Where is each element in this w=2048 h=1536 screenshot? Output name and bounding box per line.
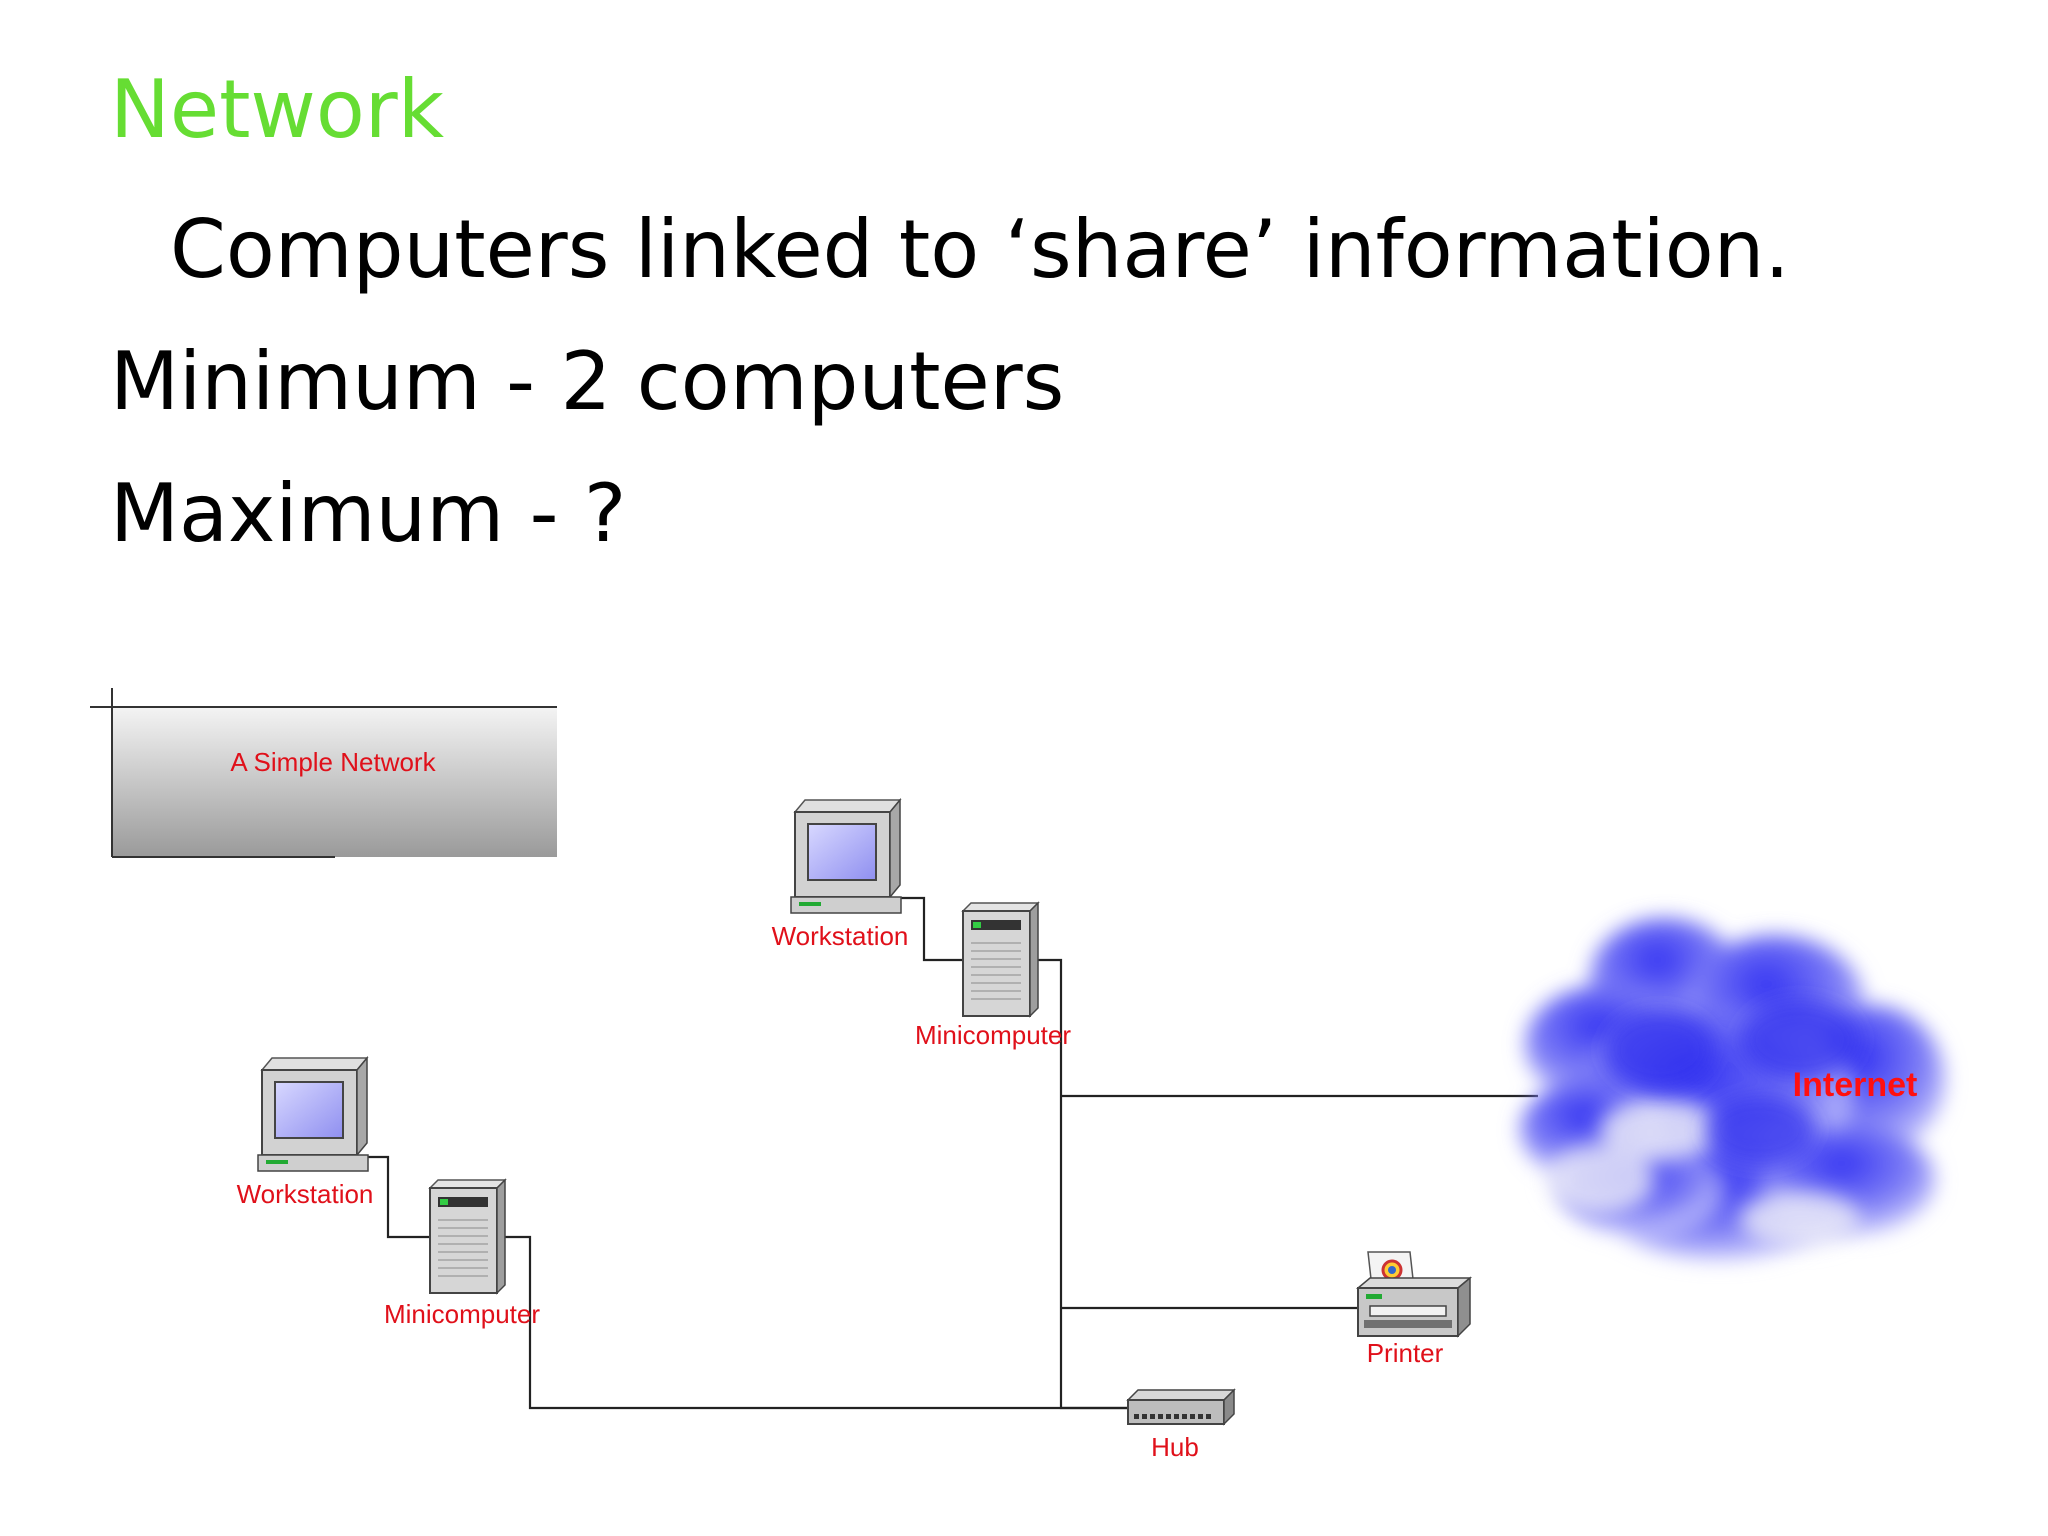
node-label-workstation-top: Workstation bbox=[772, 921, 909, 951]
diagram-caption-box: A Simple Network bbox=[90, 688, 557, 858]
cloud-icon bbox=[1520, 918, 1945, 1260]
minicomputer-icon bbox=[961, 901, 1040, 1018]
workstation-icon bbox=[790, 797, 902, 914]
bullet-maximum: Maximum - ? bbox=[110, 467, 627, 560]
printer-icon bbox=[1355, 1251, 1473, 1338]
node-label-hub: Hub bbox=[1151, 1432, 1199, 1462]
bullet-minimum: Minimum - 2 computers bbox=[110, 335, 1065, 428]
hub-icon bbox=[1126, 1388, 1236, 1426]
network-diagram: A Simple Network Workstation Minicompute bbox=[90, 688, 1945, 1462]
node-label-minicomputer-top: Minicomputer bbox=[915, 1020, 1071, 1050]
slide-title: Network bbox=[110, 63, 445, 156]
node-label-workstation-left: Workstation bbox=[237, 1179, 374, 1209]
workstation-icon bbox=[257, 1055, 369, 1172]
node-label-internet: Internet bbox=[1793, 1066, 1918, 1104]
network-wires bbox=[352, 896, 1538, 1410]
diagram-caption: A Simple Network bbox=[230, 747, 436, 777]
minicomputer-icon bbox=[428, 1178, 507, 1295]
node-label-minicomputer-left: Minicomputer bbox=[384, 1299, 540, 1329]
bullet-definition: Computers linked to ‘share’ information. bbox=[170, 203, 1790, 296]
node-label-printer: Printer bbox=[1367, 1338, 1444, 1368]
